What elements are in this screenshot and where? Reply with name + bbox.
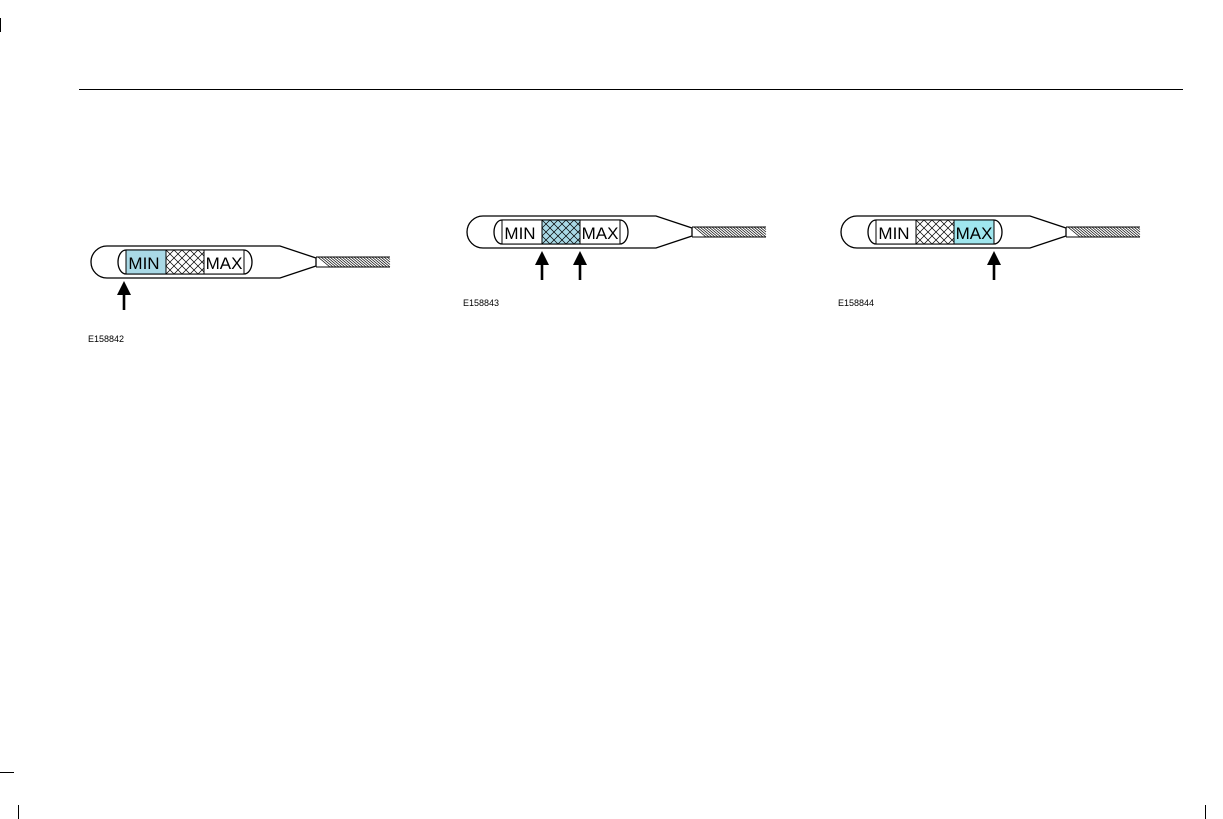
cable-hatch-line <box>760 227 766 232</box>
crosshatch-cell <box>542 220 580 244</box>
dipstick-figure-max: MIN MAX <box>840 215 1150 295</box>
figure-code: E158843 <box>463 298 499 308</box>
cable-hatch-line <box>745 227 757 237</box>
cable-hatch-line <box>369 257 381 267</box>
cable-hatch-line <box>1080 227 1092 237</box>
cable-hatch-line <box>712 227 724 237</box>
cable-hatch-line <box>709 227 721 237</box>
cable-hatch-line <box>378 257 390 267</box>
min-label: MIN <box>504 224 535 243</box>
crosshatch-cell <box>166 250 204 274</box>
cable-hatch-line <box>327 257 339 267</box>
dipstick-diagram: MIN MAX <box>90 240 400 320</box>
cable-hatch-line <box>697 227 709 237</box>
cable-hatch-line <box>706 227 718 237</box>
cable-hatch-line <box>694 227 706 237</box>
cable-hatch-line <box>1104 227 1116 237</box>
cable-hatch-line <box>1119 227 1131 237</box>
cable-hatch-line <box>718 227 730 237</box>
cable-hatch-line <box>1125 227 1137 237</box>
cable-hatch-line <box>721 227 733 237</box>
cable-hatch-line <box>318 257 330 267</box>
min-label: MIN <box>128 254 159 273</box>
cable-hatch-line <box>742 227 754 237</box>
figure-code: E158842 <box>88 334 124 344</box>
arrow-head <box>573 251 587 265</box>
cable-hatch-line <box>342 257 354 267</box>
min-label: MIN <box>878 224 909 243</box>
cable-hatch-line <box>739 227 751 237</box>
cable-hatch-line <box>354 257 366 267</box>
max-label: MAX <box>956 224 993 243</box>
cable-hatch-line <box>1110 227 1122 237</box>
cable-hatch-line <box>330 257 342 267</box>
cable-hatch-line <box>351 257 363 267</box>
cable-hatch-line <box>1134 227 1140 232</box>
cable-hatch-line <box>1095 227 1107 237</box>
dipstick-figure-min: MIN MAX <box>90 240 400 320</box>
max-label: MAX <box>582 224 619 243</box>
arrow-head <box>987 251 1001 265</box>
cable-hatch-line <box>339 257 351 267</box>
crop-mark-bottom-left <box>0 772 14 773</box>
cable-hatch-line <box>372 257 384 267</box>
dipstick-diagram: MIN MAX <box>840 215 1150 295</box>
cable-hatch-line <box>736 227 748 237</box>
max-label: MAX <box>206 254 243 273</box>
cable-hatch-line <box>700 227 712 237</box>
cable-hatch-line <box>336 257 348 267</box>
cable-hatch-line <box>1101 227 1113 237</box>
cable-hatch-line <box>1086 227 1098 237</box>
cable-hatch-line <box>1128 227 1140 237</box>
cable-hatch-line <box>1074 227 1086 237</box>
cable-hatch-line <box>324 257 336 267</box>
level-arrow <box>535 251 587 280</box>
cable-hatch-line <box>345 257 357 267</box>
figure-code: E158844 <box>838 298 874 308</box>
cable-hatch-line <box>1122 227 1134 237</box>
cable-hatch-line <box>1116 227 1128 237</box>
cable-hatch-line <box>1113 227 1125 237</box>
cable-hatch-line <box>333 257 345 267</box>
cable-hatch-line <box>357 257 369 267</box>
cable-hatch-line <box>727 227 739 237</box>
cable-hatch-line <box>1077 227 1089 237</box>
cable-hatch-line <box>363 257 375 267</box>
level-arrow <box>987 251 1001 280</box>
arrow-head <box>535 251 549 265</box>
cable-hatch-line <box>1092 227 1104 237</box>
cable-hatch-line <box>1098 227 1110 237</box>
cable-hatch-line <box>1068 227 1080 237</box>
dipstick-diagram: MIN MAX <box>466 215 776 295</box>
cable-hatch-line <box>375 257 387 267</box>
cable-hatch-line <box>724 227 736 237</box>
crop-mark-bottom-right-tick <box>1205 805 1206 819</box>
cable-hatch-line <box>1071 227 1083 237</box>
cable-hatch-line <box>1107 227 1119 237</box>
cable-hatch-line <box>360 257 372 267</box>
cable-hatch-line <box>384 257 390 262</box>
cable-hatch-line <box>754 227 766 237</box>
arrow-head <box>117 281 131 295</box>
level-arrow <box>117 281 131 310</box>
cable-hatch-line <box>1089 227 1101 237</box>
cable-hatch-line <box>348 257 360 267</box>
cable-hatch-line <box>730 227 742 237</box>
cable-hatch-line <box>748 227 760 237</box>
cable-hatch-line <box>733 227 745 237</box>
cable-hatch-line <box>703 227 715 237</box>
cable-hatch-line <box>751 227 763 237</box>
crosshatch-cell <box>916 220 954 244</box>
crop-mark-top-left <box>0 18 1 32</box>
cable-hatch-line <box>366 257 378 267</box>
crop-mark-bottom-left-tick <box>18 805 19 819</box>
cable-hatch-line <box>321 257 333 267</box>
dipstick-figure-middle: MIN MAX <box>466 215 776 295</box>
cable-hatch-line <box>1083 227 1095 237</box>
header-rule <box>79 89 1183 90</box>
cable-hatch-line <box>715 227 727 237</box>
